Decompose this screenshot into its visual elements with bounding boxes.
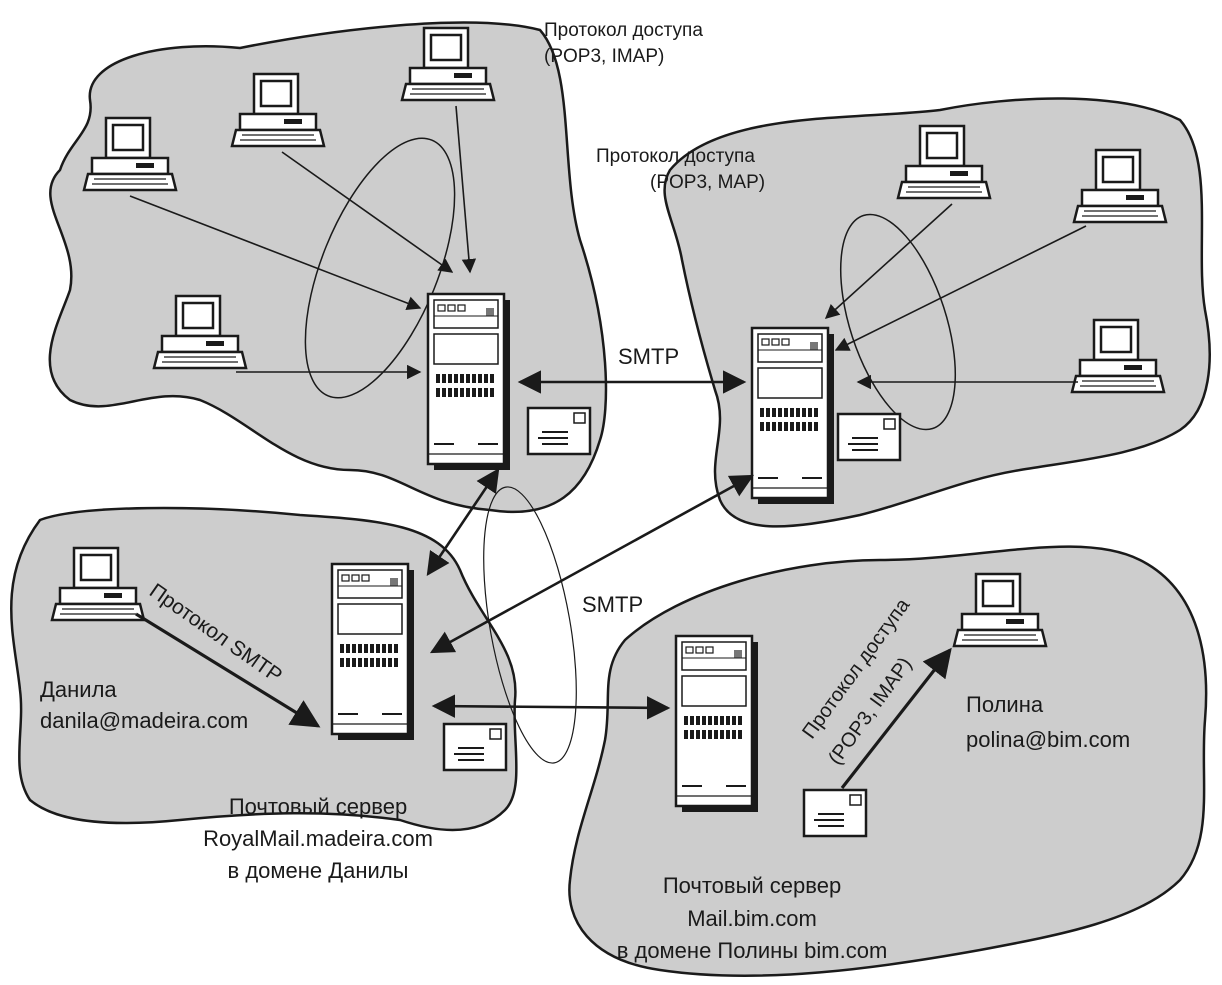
access-protocol-ellipse-top-right	[839, 213, 957, 431]
access-arrow-polina	[840, 647, 952, 789]
mail-server-top-left-icon	[426, 292, 512, 472]
access-protocol-ellipse-top-left	[304, 137, 456, 399]
smtp-label: SMTP	[618, 344, 679, 369]
user-polina-email: polina@bim.com	[966, 727, 1130, 752]
arrow-client-to-server	[824, 203, 953, 319]
server-danila-caption-line1: Почтовый сервер	[229, 794, 407, 819]
user-danila-name: Данила	[40, 677, 117, 702]
envelope-icon	[526, 406, 592, 456]
access-protocol-label: Протокол доступа	[596, 146, 755, 167]
server-polina-caption-line1: Почтовый сервер	[663, 873, 841, 898]
smtp-arrow-diagonal	[429, 474, 755, 654]
server-polina-caption-line3: в домене Полины bim.com	[617, 938, 888, 963]
arrow-client-to-server	[129, 195, 422, 311]
smtp-arrow-between-domains	[431, 694, 671, 720]
arrow-client-to-server	[834, 225, 1087, 351]
server-polina-caption-line2: Mail.bim.com	[687, 906, 817, 931]
server-danila-caption-line2: RoyalMail.madeira.com	[203, 826, 433, 851]
smtp-arrow-danila	[135, 612, 321, 728]
envelope-icon	[442, 722, 508, 772]
smtp-label: SMTP	[582, 592, 643, 617]
server-danila-caption-line3: в домене Данилы	[228, 858, 409, 883]
arrow-client-to-server	[455, 105, 477, 274]
cloud-domain-top-left	[48, 21, 608, 514]
mail-server-polina-icon	[674, 634, 760, 814]
mail-server-top-right-icon	[750, 326, 836, 506]
envelope-icon	[802, 788, 868, 838]
user-danila-email: danila@madeira.com	[40, 708, 248, 733]
user-polina-name: Полина	[966, 692, 1044, 717]
access-protocol-sublabel: (POP3, IMAP)	[544, 46, 664, 67]
envelope-icon	[836, 412, 902, 462]
mail-server-danila-icon	[330, 562, 416, 742]
access-protocol-label: Протокол доступа	[544, 20, 703, 41]
access-protocol-sublabel: (POP3, MAP)	[650, 172, 765, 193]
arrow-client-to-server	[281, 151, 454, 273]
